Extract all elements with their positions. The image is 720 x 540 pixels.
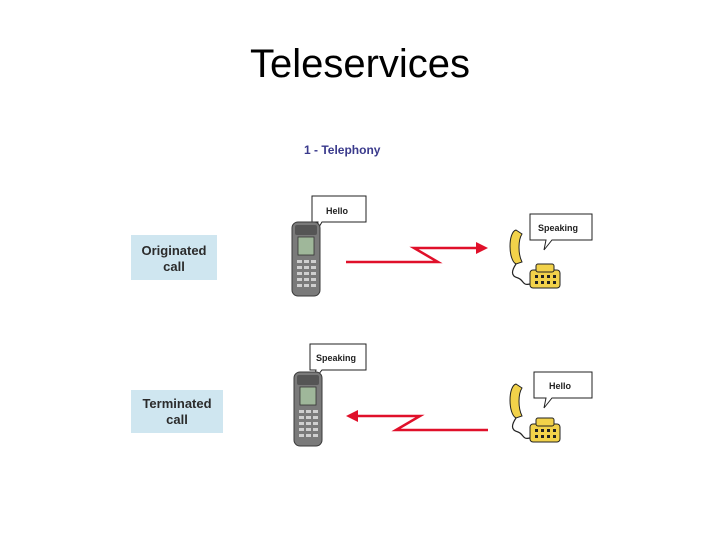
terminated-fixed-bubble: Hello xyxy=(533,371,593,409)
terminated-fixed-bubble-text: Hello xyxy=(549,381,572,391)
originated-call-box: Originated call xyxy=(131,235,217,280)
section-heading: 1 - Telephony xyxy=(304,143,381,157)
originated-mobile-bubble-text: Hello xyxy=(326,206,349,216)
terminated-signal-arrow xyxy=(346,410,488,432)
mobile-phone-icon xyxy=(291,221,321,297)
originated-label-line2: call xyxy=(163,259,185,274)
terminated-mobile-bubble-text: Speaking xyxy=(316,353,356,363)
originated-signal-arrow xyxy=(346,242,488,264)
terminated-label-line1: Terminated xyxy=(142,396,212,411)
originated-fixed-bubble: Speaking xyxy=(529,213,593,251)
originated-fixed-bubble-text: Speaking xyxy=(538,223,578,233)
mobile-phone-icon xyxy=(293,371,323,447)
terminated-label-line2: call xyxy=(166,412,188,427)
slide-title: Teleservices xyxy=(249,42,471,86)
originated-label-line1: Originated xyxy=(141,243,207,258)
terminated-call-box: Terminated call xyxy=(131,390,223,433)
